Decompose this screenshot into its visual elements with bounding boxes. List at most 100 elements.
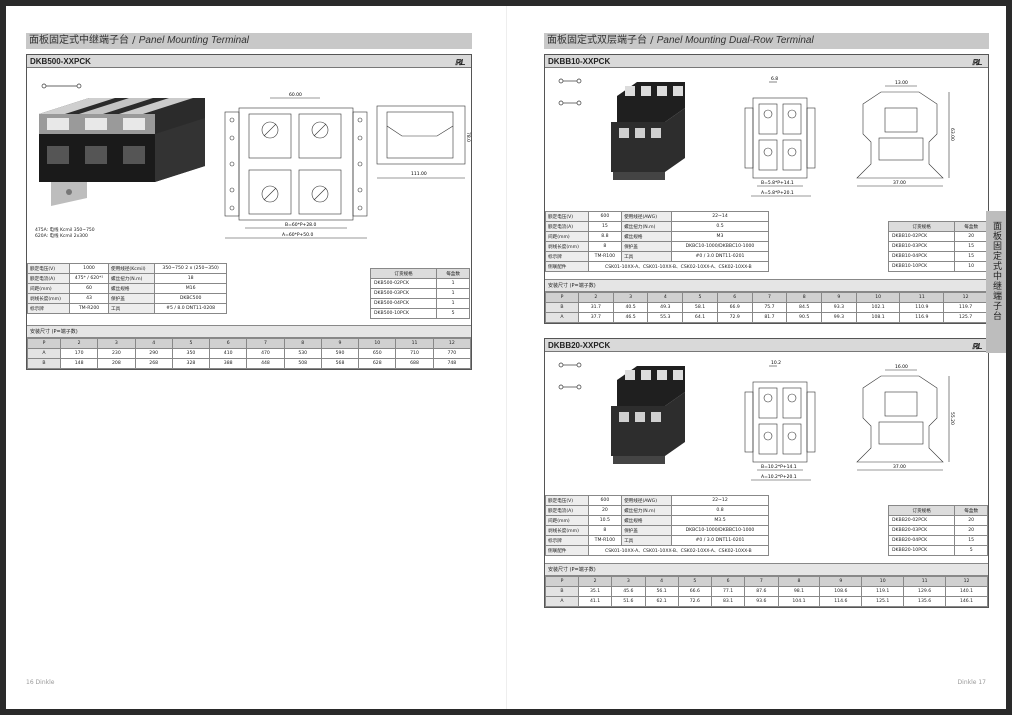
dims-cell: 140.1 <box>945 586 988 597</box>
dims-cell: 710 <box>395 348 434 359</box>
dim-d-label: 111.00 <box>411 171 427 177</box>
dims-cell: 98.1 <box>777 586 821 597</box>
spec-value: 600 <box>587 211 623 222</box>
spec-label: 使用线径(AWG) <box>621 211 672 222</box>
dims-header-cell: P <box>545 576 579 587</box>
dims-cell: 146.1 <box>945 596 988 607</box>
section-title-en: Panel Mounting Terminal <box>138 35 249 46</box>
dims-header-cell: 3 <box>97 338 136 349</box>
dims-header-cell: 2 <box>578 292 614 303</box>
side-tab-label: 面板固定式中继端子台 <box>991 221 1001 321</box>
page-gutter <box>506 6 507 709</box>
dims-cell: 99.3 <box>821 312 857 323</box>
dim-h-label: 55.20 <box>949 412 955 425</box>
spec-value: 20 <box>587 505 623 516</box>
product-model: DKB500-XXPCK <box>30 57 91 66</box>
dims-cell: 748 <box>432 358 472 369</box>
product-dual-row: DKBB10-XXPCK ℝL <box>544 54 989 324</box>
dims-cell: 46.5 <box>612 312 649 323</box>
spec-value: 0.5 <box>670 221 770 232</box>
dims-cell: 590 <box>320 348 360 359</box>
spec-label: 额定电压(V) <box>545 211 589 222</box>
right-footer: Dinkle 17 <box>957 679 986 686</box>
dims-cell: 230 <box>97 348 136 359</box>
dims-title: 安装尺寸 (P=端子数) <box>545 563 988 576</box>
dims-cell: 84.5 <box>786 302 823 313</box>
dims-header-cell: 4 <box>134 338 173 349</box>
dims-cell: 90.5 <box>786 312 823 323</box>
order-code: DKB500-04PCK <box>369 298 438 309</box>
dims-cell: 93.3 <box>821 302 857 313</box>
dims-header-cell: P <box>27 338 61 349</box>
dims-cell: 55.3 <box>647 312 684 323</box>
order-header-row: 订货规格每盒数 <box>887 505 988 516</box>
dims-cell: 56.1 <box>644 586 679 597</box>
spec-value: 22~12 <box>670 495 770 506</box>
current-note: 475A: 电线 Kcmil 350~750 620A: 电线 Kcmil 2x… <box>35 228 95 240</box>
spec-label: 额定电压(V) <box>27 263 70 274</box>
order-qty: 20 <box>954 231 988 242</box>
dims-cell: 49.3 <box>647 302 684 313</box>
order-header-cell: 每盒数 <box>436 268 470 279</box>
order-code: DKBB10-04PCK <box>887 251 956 262</box>
circuit-symbol-icon <box>558 78 582 106</box>
dims-cell: 51.6 <box>611 596 646 607</box>
order-qty: 5 <box>954 545 988 556</box>
dims-header-cell: 2 <box>577 576 613 587</box>
dim-e-label: 78.0 <box>465 132 471 142</box>
dims-header-cell: 8 <box>777 576 821 587</box>
dims-cell: 568 <box>320 358 360 369</box>
spec-label: 使用线径(Kcmil) <box>108 263 156 274</box>
dims-title: 安装尺寸 (P=端子数) <box>545 279 988 292</box>
order-code: DKB500-02PCK <box>369 278 438 289</box>
dims-cell: 650 <box>358 348 397 359</box>
order-code: DKBB20-03PCK <box>887 525 956 536</box>
dims-cell: 119.7 <box>943 302 988 313</box>
dims-header-cell: 7 <box>751 292 788 303</box>
spec-value: 8 <box>587 525 623 536</box>
spec-value: TM-R100 <box>587 535 623 546</box>
dims-header-cell: 8 <box>786 292 823 303</box>
dims-header-cell: 6 <box>716 292 753 303</box>
dims-header-cell: 2 <box>59 338 99 349</box>
spec-value: 43 <box>68 293 110 304</box>
dims-cell: 268 <box>134 358 173 369</box>
dim-h-label: 63.00 <box>949 128 955 141</box>
product-figure: 6.8 B=5.8*P+14.1 A=5.8*P+20.1 13.00 37.0… <box>545 68 988 211</box>
spec-label: 工具 <box>108 303 156 314</box>
spec-label: 额定电压(V) <box>545 495 589 506</box>
dims-header-cell: 10 <box>358 338 397 349</box>
dims-cell: 119.1 <box>861 586 905 597</box>
dims-cell: 104.1 <box>777 596 821 607</box>
dims-header-cell: 5 <box>677 576 713 587</box>
spec-value: 10.5 <box>587 515 623 526</box>
dims-cell: 530 <box>283 348 322 359</box>
dims-cell: 208 <box>97 358 136 369</box>
order-qty: 15 <box>954 241 988 252</box>
dims-header-cell: 12 <box>943 292 988 303</box>
section-title-cn: 面板固定式双层端子台 <box>547 35 647 46</box>
spec-label: 侧联配件 <box>545 545 589 556</box>
right-page: 面板固定式双层端子台 / Panel Mounting Dual-Row Ter… <box>544 33 989 608</box>
dims-header-cell: 11 <box>899 292 945 303</box>
spec-value: CSK01-10XX-A、CSK01-10XX-B、CSK02-10XX-A、C… <box>587 261 770 272</box>
spec-value: #0 / 3.0 DNT11-0201 <box>670 535 770 546</box>
